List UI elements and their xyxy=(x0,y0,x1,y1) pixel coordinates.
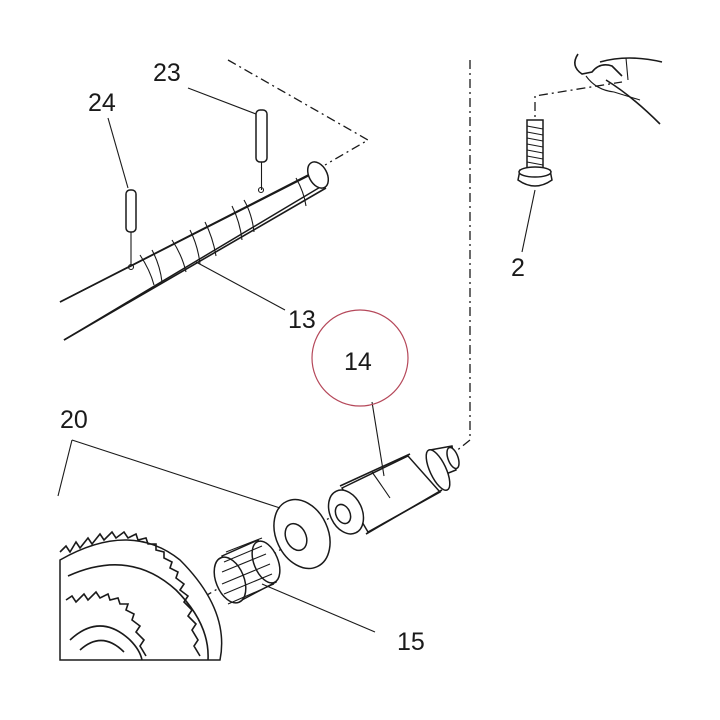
callout-15: 15 xyxy=(397,628,425,656)
callout-24: 24 xyxy=(88,89,116,117)
pin-24 xyxy=(125,189,137,266)
callout-14: 14 xyxy=(344,348,372,376)
callout-13: 13 xyxy=(288,306,316,334)
callout-23: 23 xyxy=(153,59,181,87)
shaft xyxy=(59,161,330,341)
highlight-circle xyxy=(311,309,409,407)
housing-fragment xyxy=(574,53,663,125)
gear xyxy=(59,530,223,661)
needle-bearing xyxy=(213,537,281,605)
spindle xyxy=(327,445,460,535)
callout-20: 20 xyxy=(60,406,88,434)
bolt xyxy=(517,119,553,187)
leader-lines xyxy=(57,87,536,633)
assembly-lines xyxy=(189,59,623,606)
washer xyxy=(273,498,331,570)
callout-2: 2 xyxy=(511,254,525,282)
pin-23 xyxy=(255,109,268,190)
callout-labels: 23 24 2 13 14 20 15 xyxy=(60,59,525,656)
